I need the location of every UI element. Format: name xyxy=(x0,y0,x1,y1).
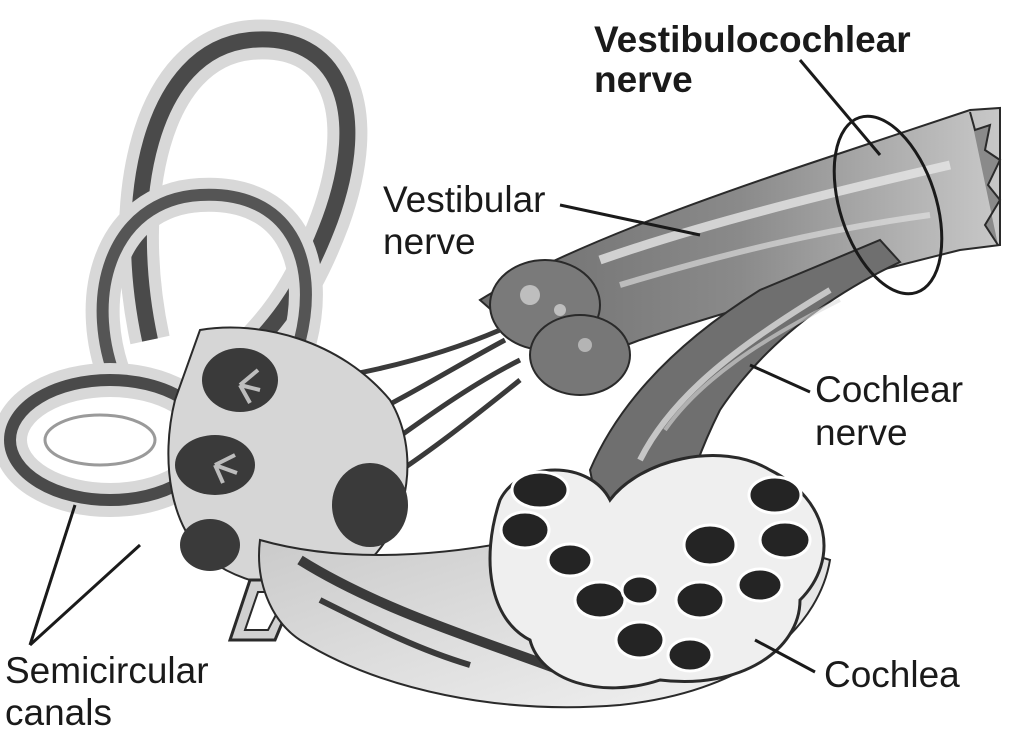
label-semicircular-line1: Semicircular xyxy=(5,650,209,691)
label-cochlear-nerve-line1: Cochlear xyxy=(815,369,964,410)
nerve-encircle xyxy=(832,114,944,296)
leader-semicircular-b xyxy=(28,543,142,647)
label-vestibular-line1: Vestibular xyxy=(383,179,546,220)
cochlea-cross-section xyxy=(488,454,826,690)
vestibule xyxy=(167,326,409,588)
label-vestibular-line2: nerve xyxy=(383,221,476,262)
leader-semicircular-a xyxy=(28,504,77,646)
leader-vestibular xyxy=(559,203,701,237)
label-vestibulocochlear-line1: Vestibulocochlear xyxy=(594,19,911,60)
label-vestibulocochlear-line2: nerve xyxy=(594,59,693,100)
leader-vestibulocochlear xyxy=(798,59,882,156)
leader-lines xyxy=(28,59,944,674)
vestibular-ganglia xyxy=(489,259,631,396)
leader-cochlea xyxy=(754,638,816,674)
label-semicircular-line2: canals xyxy=(5,692,112,733)
vestibulocochlear-nerve-trunk xyxy=(478,106,1002,372)
label-cochlea: Cochlea xyxy=(824,654,960,695)
label-cochlear-nerve-line2: nerve xyxy=(815,412,908,453)
cochlear-nerve xyxy=(588,238,902,521)
leader-cochlear-nerve xyxy=(749,363,811,394)
